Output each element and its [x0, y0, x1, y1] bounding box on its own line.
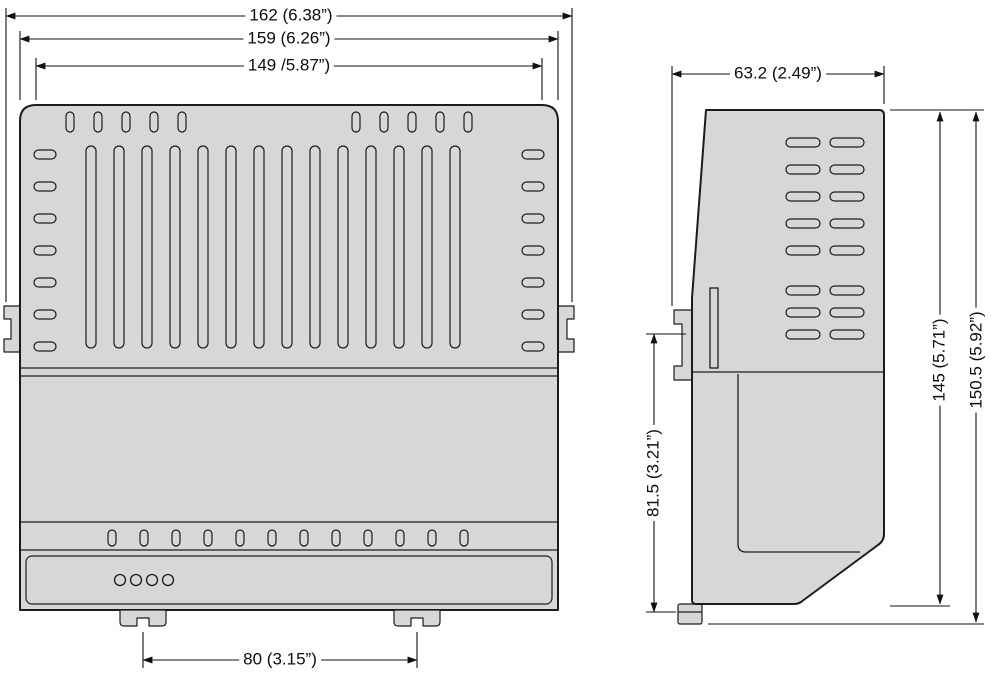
din-clip-left — [3, 305, 21, 353]
dim-label-foot-spacing: 80 (3.15”) — [239, 650, 321, 670]
side-enclosure-body — [691, 109, 885, 605]
din-clip-right — [557, 305, 575, 353]
mounting-foot-left — [119, 609, 167, 627]
side-view-drawing — [646, 66, 984, 625]
led-holes — [113, 573, 175, 587]
dim-label-overall-height: 150.5 (5.92”) — [967, 307, 987, 413]
dim-label-rail-to-bottom: 81.5 (3.21”) — [644, 425, 664, 521]
side-mounting-foot — [677, 603, 703, 625]
dim-label-top-width: 149 /5.87”) — [243, 56, 335, 76]
mounting-foot-right — [393, 609, 441, 627]
front-view-drawing — [3, 8, 575, 668]
front-seam-lines — [20, 367, 558, 551]
din-clip-side — [673, 309, 693, 381]
dim-label-body-width: 159 (6.26”) — [243, 29, 335, 49]
bottom-panel-strip — [25, 555, 553, 605]
dim-label-body-height: 145 (5.71”) — [930, 314, 950, 406]
side-seam-lines — [678, 287, 884, 613]
dim-label-depth: 63.2 (2.49”) — [730, 64, 826, 84]
dim-label-overall-width: 162 (6.38”) — [245, 6, 337, 26]
